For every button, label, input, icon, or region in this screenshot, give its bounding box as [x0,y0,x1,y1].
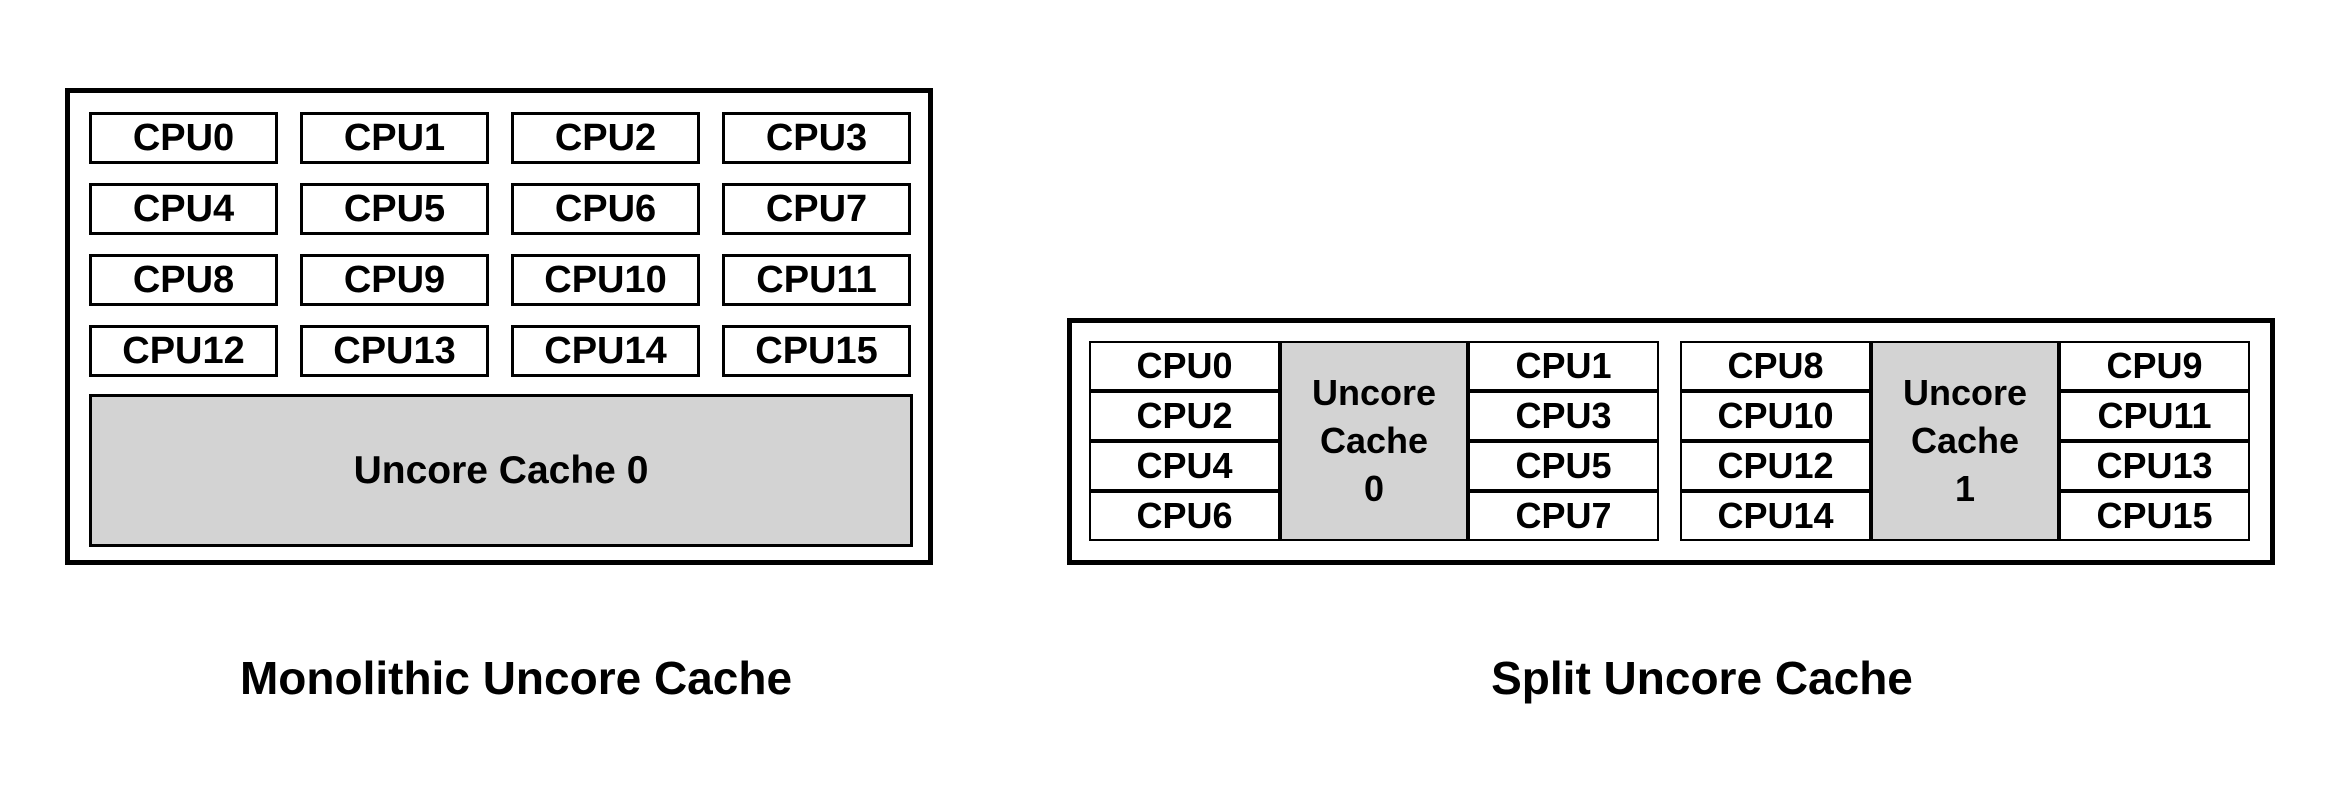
split-cell-cpu9: CPU9 [2059,341,2250,391]
cpu-box-cpu13: CPU13 [300,325,489,377]
cpu-box-cpu0: CPU0 [89,112,278,164]
cpu-box-cpu12: CPU12 [89,325,278,377]
cpu-box-cpu10: CPU10 [511,254,700,306]
split-cell-cpu7: CPU7 [1468,491,1659,541]
cpu-box-cpu4: CPU4 [89,183,278,235]
cpu-box-cpu6: CPU6 [511,183,700,235]
cpu-box-cpu15: CPU15 [722,325,911,377]
cpu-box-cpu5: CPU5 [300,183,489,235]
cpu-box-cpu2: CPU2 [511,112,700,164]
split-cell-cpu1: CPU1 [1468,341,1659,391]
split-cell-cpu2: CPU2 [1089,391,1280,441]
split-cell-cpu13: CPU13 [2059,441,2250,491]
split-cell-cpu12: CPU12 [1680,441,1871,491]
split-cell-cpu4: CPU4 [1089,441,1280,491]
cpu-box-cpu8: CPU8 [89,254,278,306]
split-cell-cpu14: CPU14 [1680,491,1871,541]
split-uncore-cache-1-line-0: Uncore [1902,372,2028,413]
split-cell-cpu3: CPU3 [1468,391,1659,441]
monolithic-uncore-cache-label: Uncore Cache 0 [353,449,649,492]
cpu-box-cpu14: CPU14 [511,325,700,377]
monolithic-uncore-cache-box: Uncore Cache 0 [89,394,913,547]
split-caption: Split Uncore Cache [1491,652,1913,704]
split-uncore-cache-0-line-1: Cache [1319,420,1429,461]
split-uncore-cache-1-line-1: Cache [1910,420,2020,461]
split-cell-cpu11: CPU11 [2059,391,2250,441]
split-cell-cpu10: CPU10 [1680,391,1871,441]
split-uncore-cache-1-line-2: 1 [1954,468,1976,509]
split-cell-cpu5: CPU5 [1468,441,1659,491]
monolithic-caption: Monolithic Uncore Cache [239,652,793,704]
cpu-box-cpu1: CPU1 [300,112,489,164]
split-cell-cpu15: CPU15 [2059,491,2250,541]
split-uncore-cache-0-line-0: Uncore [1311,372,1437,413]
split-uncore-cache-0-line-2: 0 [1363,468,1385,509]
split-cell-cpu6: CPU6 [1089,491,1280,541]
cpu-box-cpu7: CPU7 [722,183,911,235]
cpu-box-cpu9: CPU9 [300,254,489,306]
cpu-box-cpu3: CPU3 [722,112,911,164]
split-cell-cpu0: CPU0 [1089,341,1280,391]
cpu-box-cpu11: CPU11 [722,254,911,306]
split-cell-cpu8: CPU8 [1680,341,1871,391]
